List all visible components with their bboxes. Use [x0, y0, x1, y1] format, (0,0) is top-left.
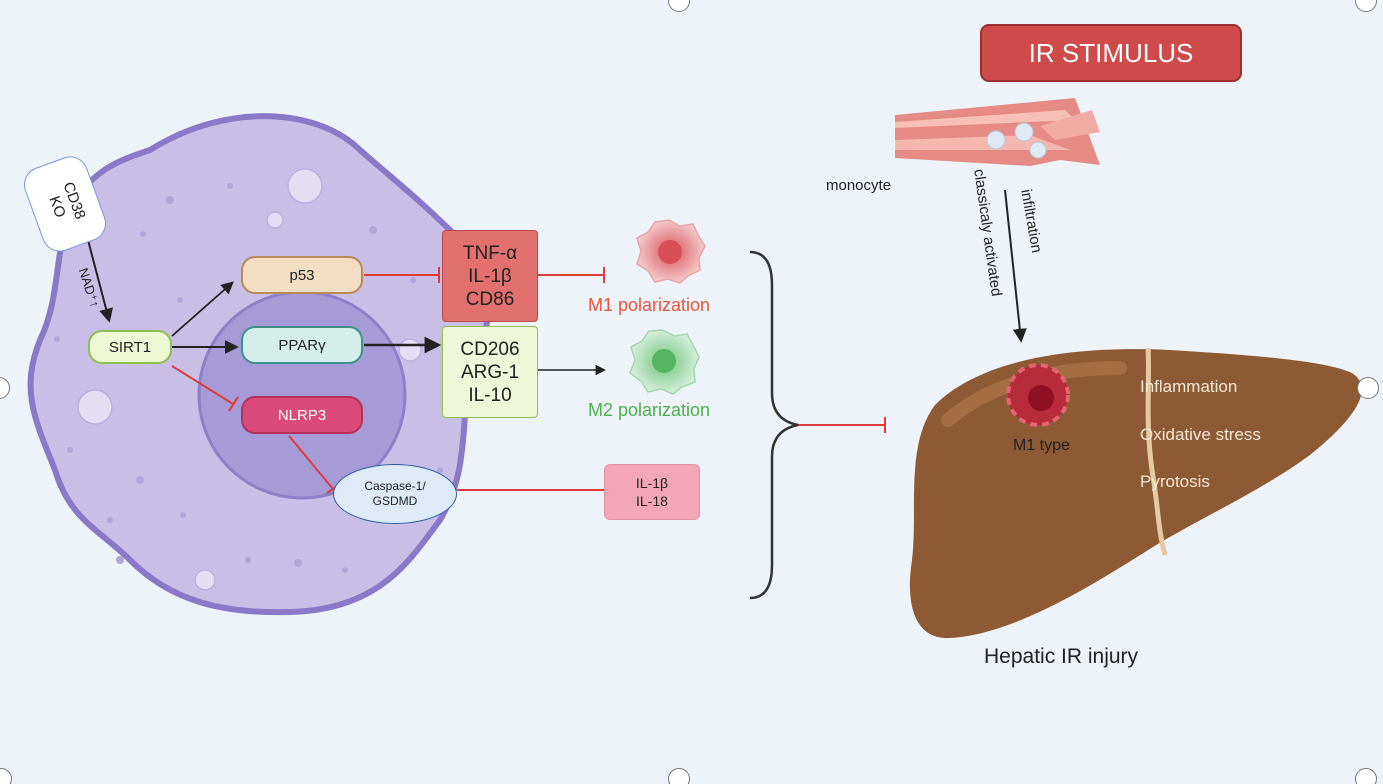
monocyte-label: monocyte [826, 177, 892, 194]
arrow-cd38-sirt1 [87, 239, 113, 323]
caspase-label: Caspase-1/ GSDMD [364, 479, 426, 508]
resize-handle-bottom-left[interactable] [0, 768, 12, 784]
m2-marker: IL-10 [468, 384, 512, 406]
resize-handle-middle-right[interactable] [1357, 377, 1379, 399]
liver-icon [909, 347, 1362, 639]
m1-marker: CD86 [465, 288, 515, 310]
cytokine: IL-1β [635, 475, 669, 491]
m2-marker: ARG-1 [460, 361, 520, 383]
sirt1-node: SIRT1 [88, 330, 172, 364]
effect-oxidative-stress: Oxidative stress [1140, 425, 1261, 444]
curly-brace [749, 250, 799, 600]
cd38-ko-label: CD38 KO [45, 179, 89, 222]
m2-macrophage-icon [629, 329, 700, 395]
ppar-node: PPARγ [241, 326, 363, 364]
cytokine: IL-18 [636, 493, 668, 509]
arrow-infiltration [1004, 189, 1027, 343]
caspase-node: Caspase-1/ GSDMD [333, 464, 457, 524]
resize-handle-bottom-center[interactable] [668, 768, 690, 784]
resize-handle-bottom-right[interactable] [1355, 768, 1377, 784]
blood-vessel-icon [895, 98, 1100, 166]
arrow-sirt1-p53 [171, 281, 234, 337]
ir-stimulus-banner: IR STIMULUS [980, 24, 1242, 82]
nlrp3-node: NLRP3 [241, 396, 363, 434]
m2-marker: CD206 [460, 338, 520, 360]
effect-inflammation: Inflammation [1140, 377, 1238, 396]
m2-polarization-label: M2 polarization [588, 400, 711, 420]
inhibit-lines [171, 267, 886, 498]
hepatic-ir-injury-caption: Hepatic IR injury [984, 645, 1139, 668]
m1-type-label: M1 type [1013, 437, 1070, 454]
p53-node: p53 [241, 256, 363, 294]
m2-markers-box: CD206 ARG-1 IL-10 [442, 326, 538, 418]
m1-macrophage-icon [636, 219, 706, 284]
effect-pyrotosis: Pyrotosis [1140, 472, 1210, 491]
m1-polarization-label: M1 polarization [588, 295, 711, 315]
m1-marker: TNF-α [462, 242, 518, 264]
cytoplasm-dots [54, 183, 443, 573]
cytokines-box: IL-1β IL-18 [604, 464, 700, 520]
m1-marker: IL-1β [468, 265, 512, 287]
m1-markers-box: TNF-α IL-1β CD86 [442, 230, 538, 322]
